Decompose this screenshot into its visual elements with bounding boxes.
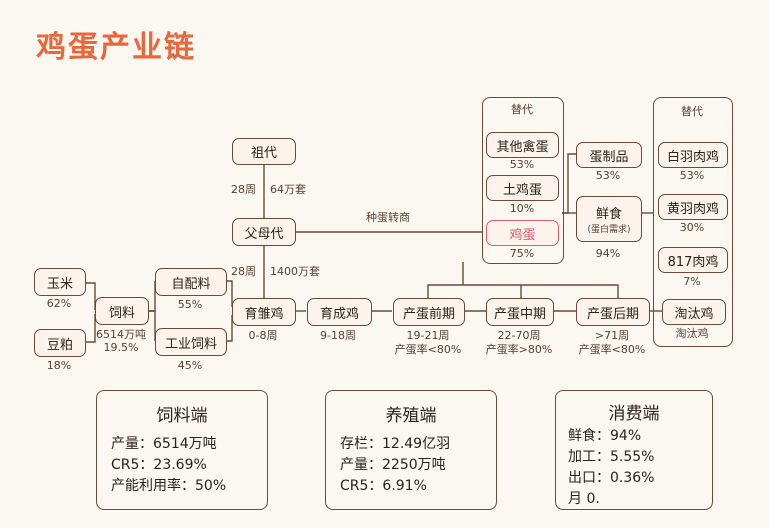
chicken-eggs-node: 鸡蛋 — [486, 220, 559, 246]
farming-summary-line: 产量：2250万吨 — [340, 457, 446, 473]
grand-sets: 64万套 — [270, 183, 306, 196]
early-rate: 产蛋率<80% — [394, 343, 462, 356]
culled-hen-sub: 淘汰鸡 — [675, 327, 709, 340]
chick-node: 育雏鸡 — [232, 298, 296, 326]
grandparent-node: 祖代 — [232, 138, 296, 165]
corn-node: 玉米 — [34, 268, 86, 296]
native-eggs-percent: 10% — [509, 202, 535, 215]
consumption-summary-line: 出口：0.36% — [568, 470, 655, 486]
late-weeks: >71周 — [594, 329, 630, 342]
grower-age: 9-18周 — [320, 329, 356, 342]
late-rate: 产蛋率<80% — [578, 343, 646, 356]
feed-percent: 19.5% — [103, 341, 139, 354]
yellow-broiler-node: 黄羽肉鸡 — [658, 194, 728, 220]
late-laying-node: 产蛋后期 — [576, 298, 650, 326]
parent-node: 父母代 — [232, 218, 296, 246]
egg-products-percent: 53% — [595, 169, 621, 182]
fresh-food-node: 鲜食 (蛋白需求) — [576, 196, 642, 242]
egg-transfer-label: 种蛋转商 — [366, 211, 410, 224]
native-eggs-node: 土鸡蛋 — [486, 175, 559, 201]
early-laying-node: 产蛋前期 — [393, 298, 465, 326]
self-feed-node: 自配料 — [155, 268, 227, 296]
feed-summary-line: 产能利用率：50% — [111, 478, 227, 494]
consumption-summary-line: 鲜食：94% — [568, 428, 642, 444]
egg-substitute-panel — [482, 97, 564, 264]
feed-summary: 饲料端 产量：6514万吨 CR5：23.69% 产能利用率：50% — [96, 390, 268, 510]
white-broiler-node: 白羽肉鸡 — [658, 142, 728, 168]
culled-hen-node: 淘汰鸡 — [662, 299, 726, 325]
chicken-eggs-percent: 75% — [509, 247, 535, 260]
white-broiler-percent: 53% — [679, 169, 705, 182]
farming-summary: 养殖端 存栏：12.49亿羽 产量：2250万吨 CR5：6.91% — [325, 390, 497, 510]
industrial-feed-percent: 45% — [177, 359, 203, 372]
farming-summary-line: CR5：6.91% — [340, 478, 427, 494]
farming-summary-title: 养殖端 — [385, 406, 437, 426]
corn-percent: 62% — [46, 297, 72, 310]
other-eggs-node: 其他禽蛋 — [486, 132, 559, 158]
egg-substitute-title: 替代 — [511, 103, 533, 116]
meat-substitute-title: 替代 — [681, 105, 703, 118]
fresh-food-label: 鲜食 — [595, 207, 622, 222]
meat-substitute-panel — [653, 97, 733, 347]
other-eggs-percent: 53% — [509, 158, 535, 171]
parent-sets: 1400万套 — [270, 265, 320, 278]
industrial-feed-node: 工业饲料 — [155, 328, 227, 356]
feed-summary-line: CR5：23.69% — [111, 457, 207, 473]
early-weeks: 19-21周 — [406, 329, 450, 342]
parent-weeks: 28周 — [231, 265, 256, 278]
broiler-817-node: 817肉鸡 — [658, 247, 728, 273]
grand-weeks: 28周 — [231, 183, 256, 196]
feed-amount: 6514万吨 — [96, 328, 146, 341]
feed-summary-title: 饲料端 — [156, 406, 208, 426]
consumption-summary-title: 消费端 — [608, 404, 660, 424]
feed-node: 饲料 — [95, 297, 149, 325]
consumption-summary-line: 月 0. — [568, 491, 600, 507]
fresh-food-percent: 94% — [595, 247, 621, 260]
consumption-summary-line: 加工：5.55% — [568, 449, 655, 465]
grower-node: 育成鸡 — [307, 298, 372, 326]
egg-products-node: 蛋制品 — [576, 142, 642, 168]
chick-age: 0-8周 — [248, 329, 278, 342]
soy-node: 豆粕 — [34, 329, 86, 357]
yellow-broiler-percent: 30% — [679, 221, 705, 234]
self-feed-percent: 55% — [177, 298, 203, 311]
consumption-summary: 消费端 鲜食：94% 加工：5.55% 出口：0.36% 月 0. — [555, 390, 713, 510]
feed-summary-line: 产量：6514万吨 — [111, 436, 217, 452]
mid-laying-node: 产蛋中期 — [486, 298, 554, 326]
mid-rate: 产蛋率>80% — [485, 343, 553, 356]
fresh-food-sub: (蛋白需求) — [587, 225, 631, 235]
soy-percent: 18% — [46, 359, 72, 372]
farming-summary-line: 存栏：12.49亿羽 — [340, 436, 451, 452]
page-title: 鸡蛋产业链 — [36, 30, 196, 65]
broiler-817-percent: 7% — [683, 275, 701, 288]
mid-weeks: 22-70周 — [497, 329, 541, 342]
